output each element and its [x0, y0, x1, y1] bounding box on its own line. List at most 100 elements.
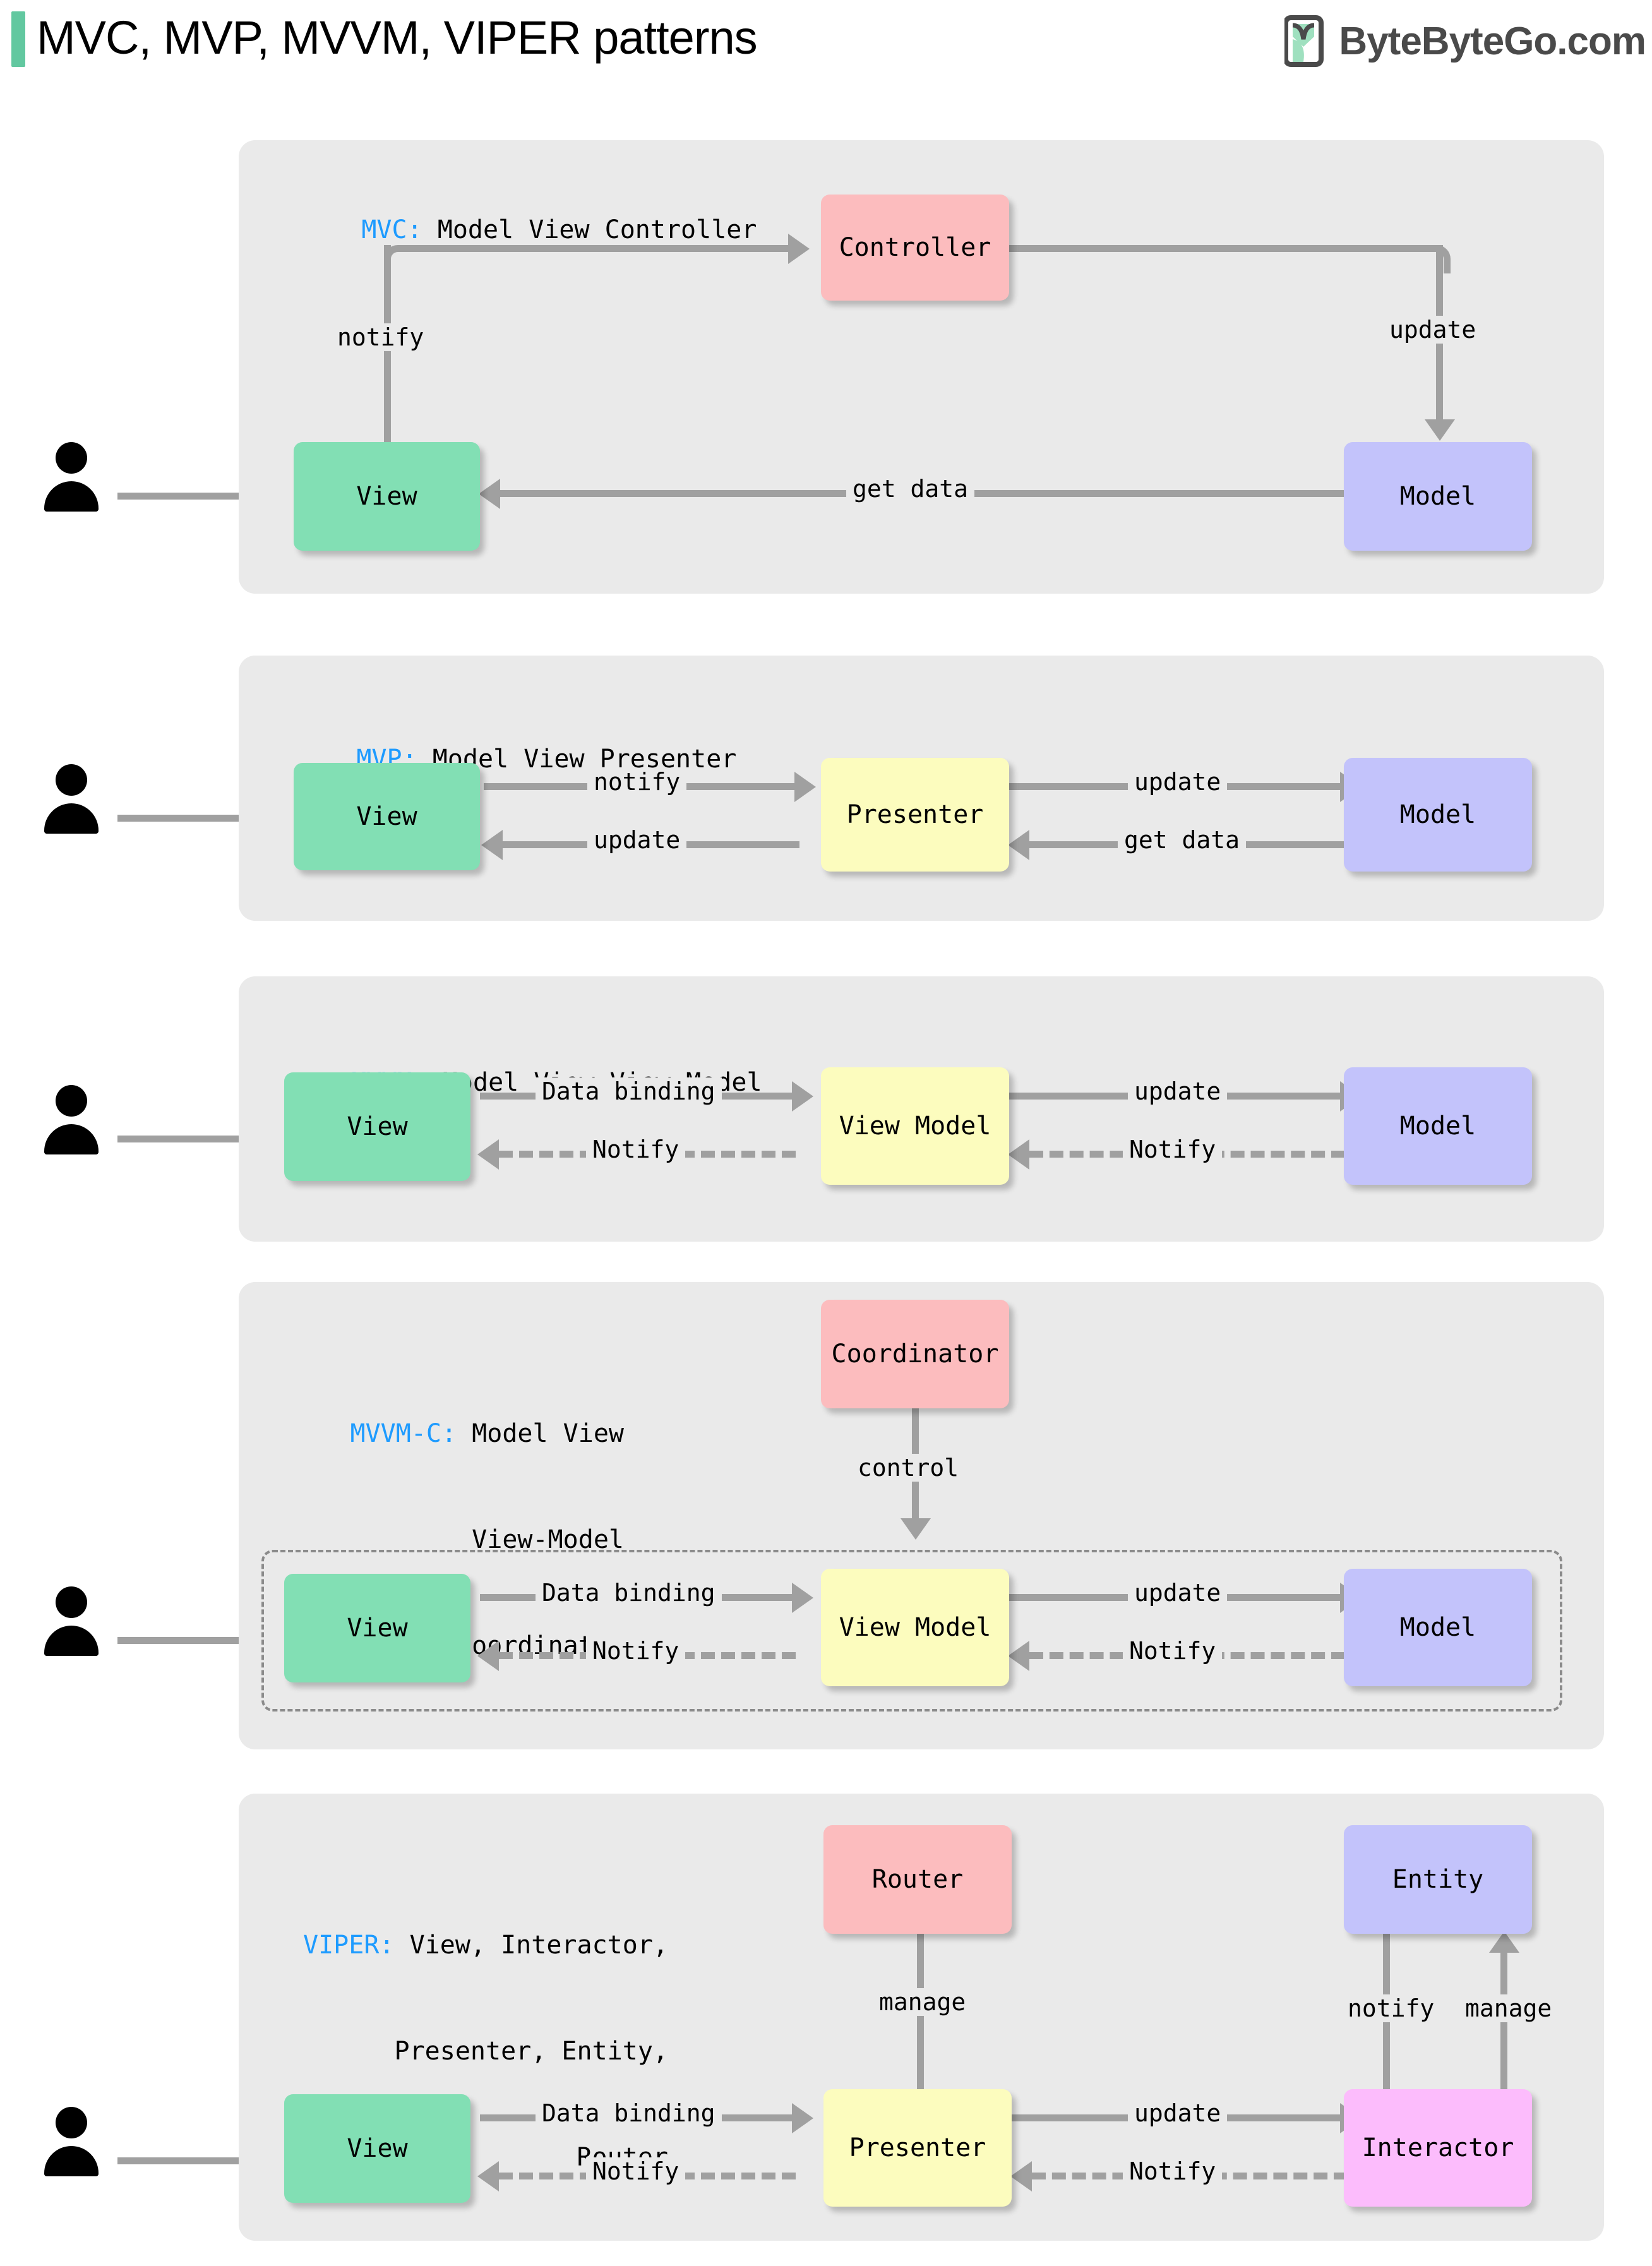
person-head — [56, 1085, 87, 1117]
viper-manage-entity-arrowhead — [1489, 1931, 1519, 1953]
section-title-viper: VIPER: View, Interactor, Presenter, Enti… — [264, 1857, 668, 2246]
mvvmc-databinding-arrowhead — [792, 1583, 813, 1613]
mvvm-notify-arrowhead-left — [477, 1139, 499, 1170]
viper-edge-label-notify-entity: notify — [1341, 1994, 1441, 2022]
node-coordinator-mvvmc[interactable]: Coordinator — [821, 1300, 1009, 1408]
actor-to-view-line-mvp — [117, 815, 272, 822]
mvp-edge-label-notify: notify — [587, 768, 687, 796]
bytebytego-leaf-logo-icon — [1283, 14, 1327, 68]
actor-to-view-line-mvvm — [117, 1136, 275, 1142]
node-controller-mvc[interactable]: Controller — [821, 195, 1009, 301]
title-accent-bar — [11, 11, 25, 67]
mvc-update-arrowhead — [1425, 419, 1455, 441]
actor-person-icon-mvvmc — [44, 1586, 99, 1670]
node-viewmodel-mvvmc[interactable]: View Model — [821, 1569, 1009, 1686]
section-title-line2-mvvmc: View-Model — [472, 1525, 624, 1554]
mvvm-databinding-arrowhead — [792, 1081, 813, 1112]
node-view-mvc[interactable]: View — [294, 442, 480, 551]
node-model-mvc[interactable]: Model — [1344, 442, 1532, 551]
actor-person-icon-viper — [44, 2107, 99, 2190]
viper-databinding-arrowhead — [792, 2103, 813, 2133]
node-view-mvvmc[interactable]: View — [284, 1574, 470, 1682]
brand-logo-group: ByteByteGo.com — [1283, 14, 1646, 68]
mvvm-group-dashed-box — [261, 1550, 1562, 1711]
mvp-notify-arrowhead — [794, 772, 816, 802]
actor-to-view-line-mvvmc — [117, 1637, 275, 1644]
brand-name: ByteByteGo.com — [1339, 19, 1646, 63]
node-router-viper[interactable]: Router — [823, 1825, 1012, 1934]
mvp-updateback-arrowhead — [481, 830, 503, 860]
actor-to-view-line-viper — [117, 2157, 275, 2164]
mvvm-edge-label-notify-right: Notify — [1123, 1136, 1223, 1163]
mvvmc-edge-label-update: update — [1128, 1579, 1228, 1607]
viper-edge-label-update: update — [1128, 2099, 1228, 2127]
node-view-mvvm[interactable]: View — [284, 1072, 470, 1181]
node-model-mvp[interactable]: Model — [1344, 758, 1532, 872]
viper-notify-arrowhead-right — [1010, 2161, 1032, 2191]
viper-edge-label-manage-entity: manage — [1459, 1994, 1559, 2022]
mvvmc-edge-label-databinding: Data binding — [536, 1579, 722, 1607]
mvvm-notify-arrowhead-right — [1008, 1139, 1029, 1170]
mvvmc-control-arrowhead — [901, 1518, 931, 1540]
node-view-viper[interactable]: View — [284, 2094, 470, 2203]
mvp-getdata-arrowhead — [1008, 830, 1029, 860]
mvp-edge-label-update: update — [1128, 768, 1228, 796]
section-tag-mvvmc: MVVM-C: — [350, 1419, 457, 1448]
section-title-line2-viper: Presenter, Entity, — [394, 2037, 668, 2066]
node-model-mvvmc[interactable]: Model — [1344, 1569, 1532, 1686]
node-viewmodel-mvvm[interactable]: View Model — [821, 1067, 1009, 1185]
mvc-update-horizontal — [1007, 245, 1443, 252]
person-body — [44, 2146, 99, 2176]
mvc-edge-label-notify: notify — [331, 323, 431, 351]
viper-edge-label-notify-left: Notify — [586, 2157, 686, 2185]
mvvm-edge-label-databinding: Data binding — [536, 1077, 722, 1105]
viper-edge-label-databinding: Data binding — [536, 2099, 722, 2127]
section-title-line1-viper: View, Interactor, — [394, 1931, 668, 1960]
node-model-mvvm[interactable]: Model — [1344, 1067, 1532, 1185]
person-body — [44, 803, 99, 834]
viper-manage-entity-line — [1500, 1953, 1507, 2142]
actor-person-icon-mvc — [44, 442, 99, 525]
actor-person-icon-mvp — [44, 764, 99, 848]
mvvm-edge-label-notify-left: Notify — [586, 1136, 686, 1163]
section-title-text-mvc: Model View Controller — [422, 215, 757, 244]
section-title-line1-mvvmc: Model View — [457, 1419, 624, 1448]
viper-notify-entity-line — [1383, 1933, 1390, 2116]
mvvmc-notify-arrowhead-left — [477, 1641, 499, 1671]
person-head — [56, 1586, 87, 1618]
mvvm-edge-label-update: update — [1128, 1077, 1228, 1105]
mvvmc-edge-label-control: control — [851, 1454, 966, 1482]
actor-person-icon-mvvm — [44, 1085, 99, 1168]
viper-notify-arrowhead-left — [477, 2161, 499, 2191]
page-title: MVC, MVP, MVVM, VIPER patterns — [37, 11, 758, 64]
mvp-edge-label-update-back: update — [587, 826, 687, 854]
person-body — [44, 481, 99, 512]
person-head — [56, 764, 87, 796]
mvvmc-edge-label-notify-left: Notify — [586, 1637, 686, 1665]
mvc-edge-label-update: update — [1383, 316, 1483, 344]
mvc-edge-label-getdata: get data — [846, 475, 975, 503]
actor-to-view-line-mvc — [117, 493, 272, 500]
person-head — [56, 442, 87, 474]
viper-edge-label-notify-right: Notify — [1123, 2157, 1223, 2185]
page-header: MVC, MVP, MVVM, VIPER patterns ByteByteG… — [0, 0, 1652, 88]
section-tag-mvc: MVC: — [361, 215, 422, 244]
viper-edge-label-manage-router: manage — [873, 1988, 973, 2016]
section-title-mvvmc: MVVM-C: Model View View-Model Coordinato… — [283, 1345, 624, 1734]
person-head — [56, 2107, 87, 2138]
node-presenter-viper[interactable]: Presenter — [823, 2089, 1012, 2207]
node-view-mvp[interactable]: View — [294, 763, 480, 870]
mvvmc-notify-arrowhead-right — [1008, 1641, 1029, 1671]
viper-manage-router-line — [917, 1933, 924, 2109]
section-title-mvc: MVC: Model View Controller — [301, 177, 757, 283]
section-tag-viper: VIPER: — [303, 1931, 395, 1960]
node-interactor-viper[interactable]: Interactor — [1344, 2089, 1532, 2207]
node-presenter-mvp[interactable]: Presenter — [821, 758, 1009, 872]
person-body — [44, 1124, 99, 1154]
mvvmc-edge-label-notify-right: Notify — [1123, 1637, 1223, 1665]
mvc-getdata-arrowhead — [479, 479, 500, 509]
person-body — [44, 1626, 99, 1656]
mvp-edge-label-getdata: get data — [1118, 826, 1247, 854]
node-entity-viper[interactable]: Entity — [1344, 1825, 1532, 1934]
mvc-notify-arrowhead — [788, 234, 810, 264]
